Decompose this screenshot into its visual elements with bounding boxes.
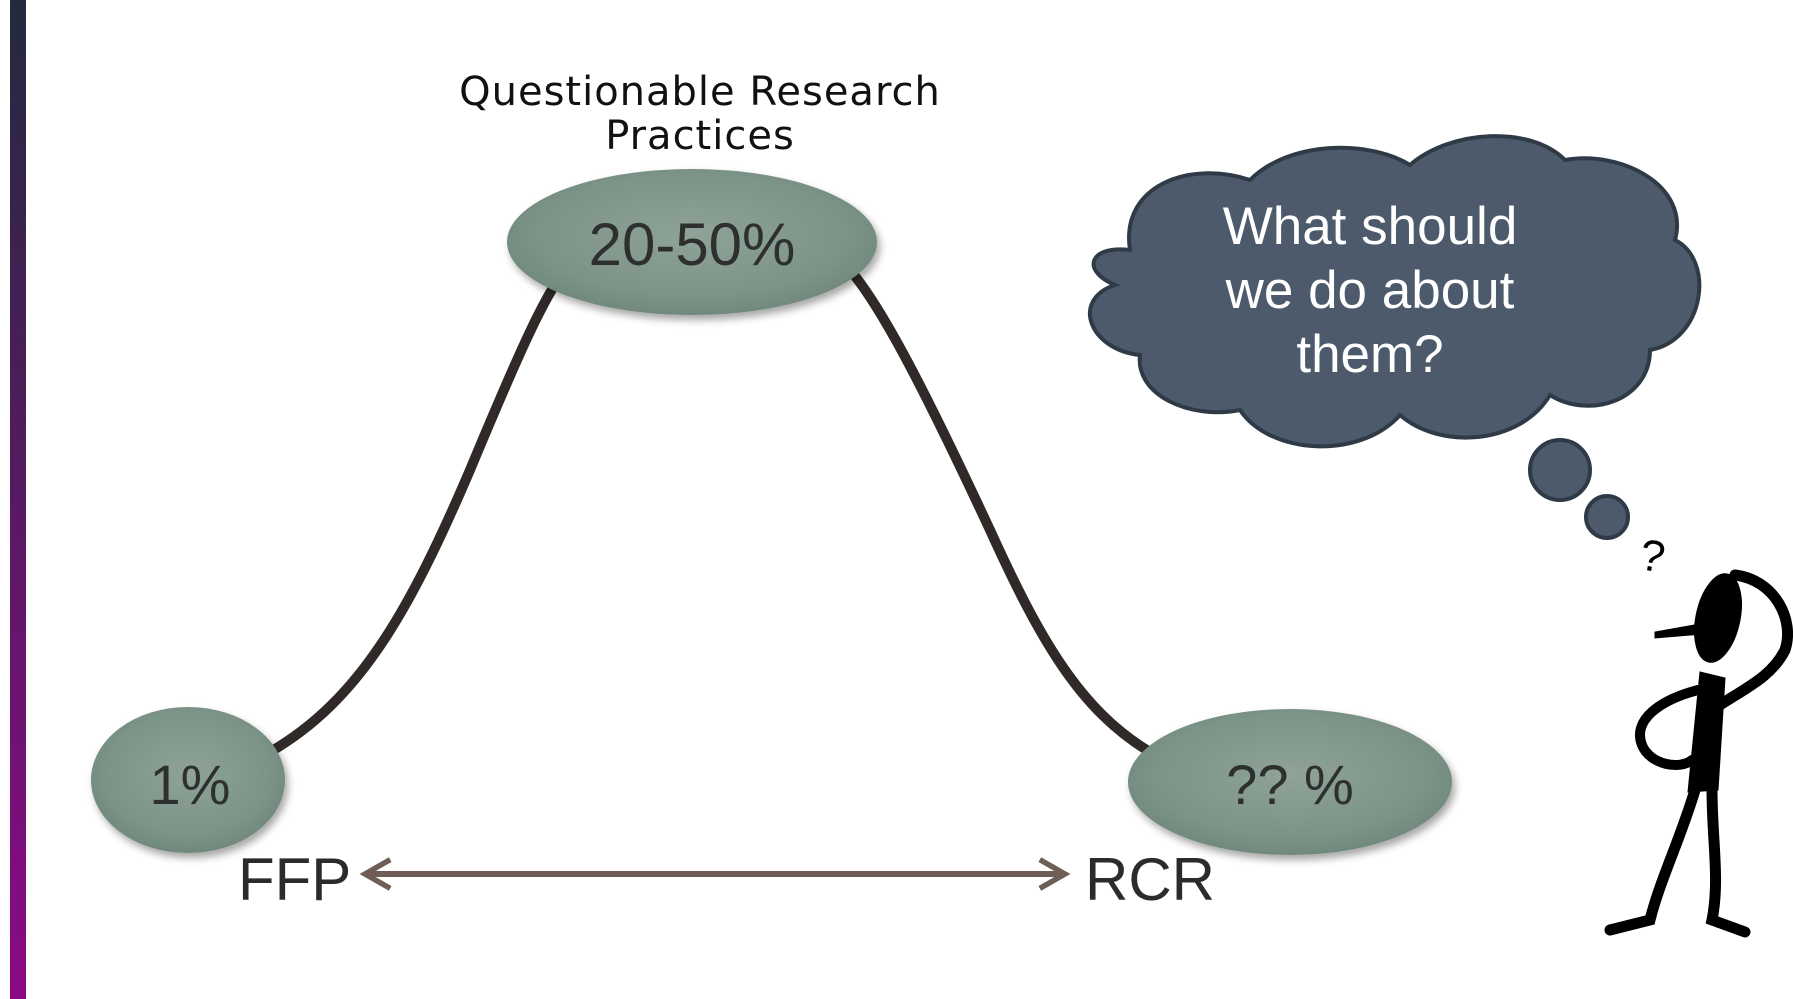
cloud-line-3: them? [1296,325,1444,384]
accent-bar [10,0,26,999]
peak-oval-value: 20-50% [588,211,796,278]
thought-cloud-icon [1087,134,1702,540]
bell-curve [265,265,1155,757]
thought-bubble-text: What should we do about them? [1170,195,1570,387]
chart-title: Questionable Research Practices [440,70,960,158]
peak-oval [507,169,877,315]
title-line-2: Practices [605,113,795,159]
cloud-line-2: we do about [1225,261,1515,320]
right-oval-value: ?? % [1226,753,1354,816]
left-oval [91,707,285,853]
rcr-label: RCR [1085,846,1215,913]
left-oval-value: 1% [149,753,231,816]
cloud-line-1: What should [1222,197,1518,256]
title-line-1: Questionable Research [459,69,941,115]
ffp-label: FFP [238,846,352,913]
thinking-stick-figure-icon [1604,569,1793,938]
right-oval [1128,709,1452,855]
